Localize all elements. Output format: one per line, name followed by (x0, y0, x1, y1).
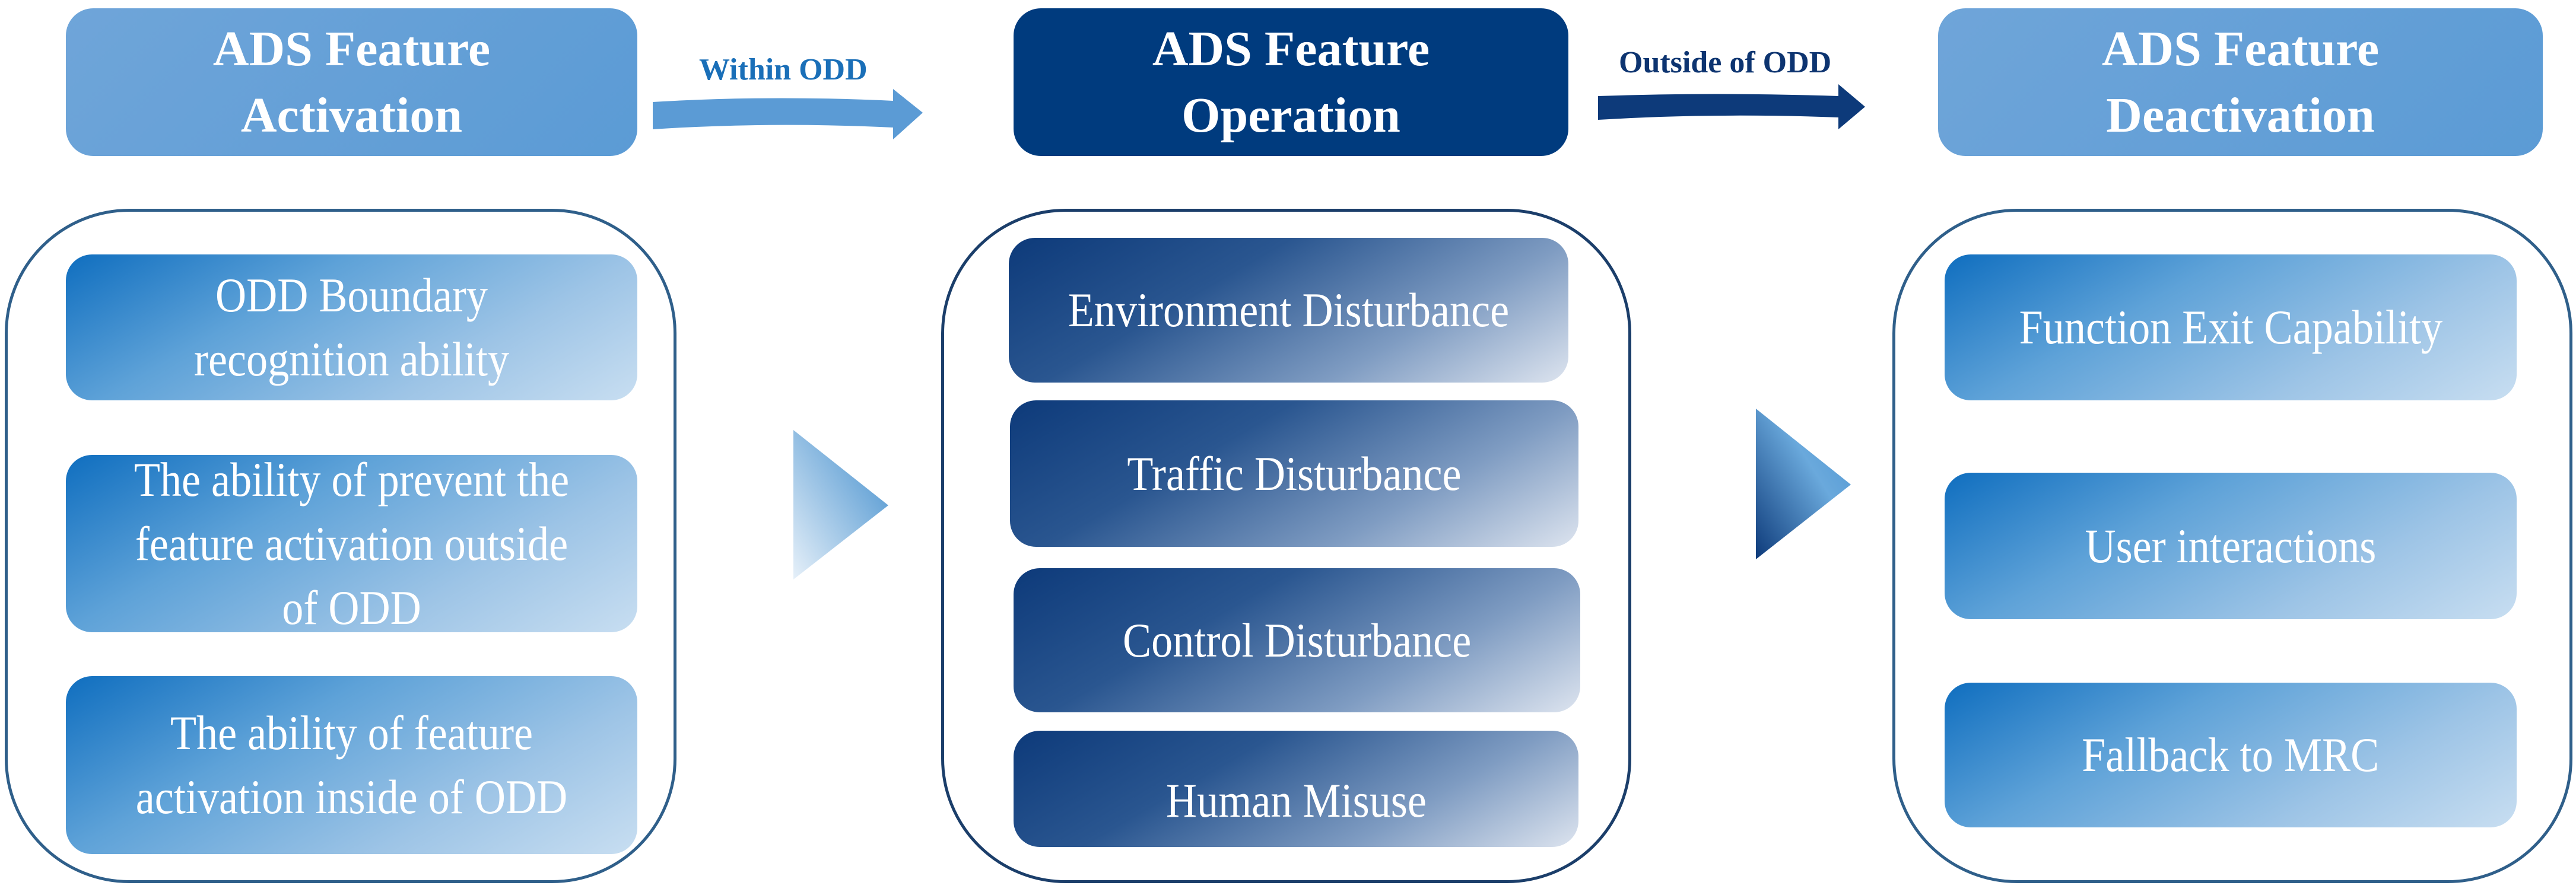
item-text: The ability of feature activation inside… (135, 706, 568, 824)
activation-item: ODD Boundary recognition ability (66, 254, 637, 400)
header-line: ADS Feature (212, 21, 491, 77)
header-line: ADS Feature (1152, 21, 1430, 77)
activation-item: The ability of prevent the feature activ… (66, 453, 637, 635)
operation-item: Control Disturbance (1014, 568, 1580, 712)
operation-item: Human Misuse (1014, 731, 1578, 847)
within-odd-arrow-icon (653, 89, 923, 139)
item-text: Control Disturbance (1122, 613, 1472, 667)
item-text: Human Misuse (1165, 773, 1427, 827)
header-line: ADS Feature (2101, 21, 2380, 77)
item-text: Function Exit Capability (2019, 300, 2442, 354)
header-line: Deactivation (2106, 87, 2375, 143)
deactivation-item: User interactions (1945, 473, 2517, 619)
outside-odd-label: Outside of ODD (1619, 46, 1832, 79)
item-text: User interactions (2085, 518, 2377, 573)
item-text: The ability of prevent the feature activ… (134, 452, 570, 635)
item-text: Traffic Disturbance (1127, 446, 1462, 501)
item-text: ODD Boundary recognition ability (193, 268, 510, 386)
deactivation-item: Function Exit Capability (1945, 254, 2517, 400)
within-odd-label: Within ODD (699, 53, 868, 87)
flow-triangle-icon (793, 430, 888, 579)
activation-item: The ability of feature activation inside… (66, 676, 637, 854)
deactivation-item: Fallback to MRC (1945, 683, 2517, 827)
operation-item: Traffic Disturbance (1010, 400, 1578, 547)
flow-triangle-icon (1756, 409, 1851, 559)
item-text: Environment Disturbance (1068, 283, 1510, 337)
outside-odd-arrow-icon (1598, 84, 1865, 129)
header-line: Activation (240, 87, 463, 143)
item-text: Fallback to MRC (2082, 728, 2380, 782)
operation-item: Environment Disturbance (1009, 238, 1568, 383)
header-line: Operation (1181, 87, 1400, 143)
